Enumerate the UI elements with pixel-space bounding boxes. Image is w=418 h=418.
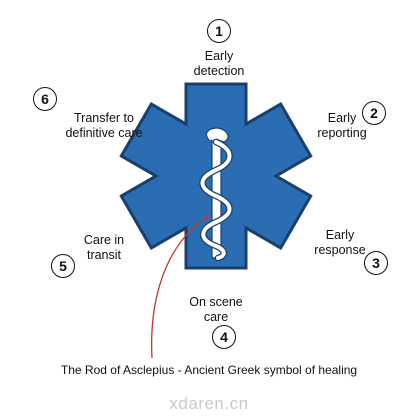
step-label: Early reporting xyxy=(317,111,367,140)
step-number-badge: 4 xyxy=(212,325,236,349)
step-label: Early response xyxy=(314,228,366,257)
step-label: Care in transit xyxy=(83,233,125,262)
step-label: Transfer to definitive care xyxy=(65,111,143,140)
step-number-badge: 6 xyxy=(33,87,57,111)
step-label: Early detection xyxy=(193,49,245,78)
pointer-endpoint xyxy=(205,215,209,219)
diagram-caption: The Rod of Asclepius - Ancient Greek sym… xyxy=(60,363,358,377)
step-number-badge: 2 xyxy=(362,101,386,125)
step-label: On scene care xyxy=(189,295,243,324)
caption-pointer-line xyxy=(150,216,208,359)
step-number-badge: 1 xyxy=(207,19,231,43)
watermark: xdaren.cn xyxy=(169,394,249,413)
step-number-badge: 3 xyxy=(364,251,388,275)
step-number-badge: 5 xyxy=(51,254,75,278)
rod-of-asclepius-icon xyxy=(199,127,233,262)
